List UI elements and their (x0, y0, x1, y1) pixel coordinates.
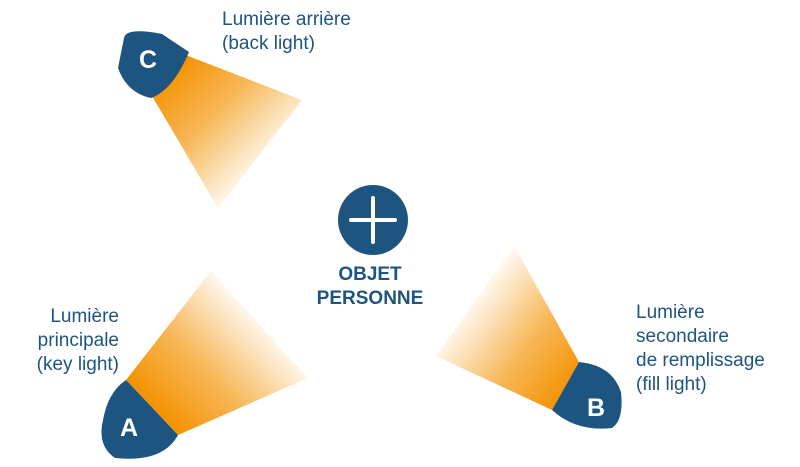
back-light-lamp (118, 31, 189, 98)
fill-light-caption-line: de remplissage (636, 350, 765, 371)
back-light-caption-line: (back light) (222, 33, 315, 54)
key-light-caption: Lumière principale (key light) (0, 305, 119, 377)
fill-light-letter: B (587, 394, 605, 422)
fill-light: B (436, 246, 622, 429)
subject-label-line1: OBJET (338, 264, 402, 285)
back-light-caption: Lumière arrière (back light) (222, 8, 351, 56)
key-light-lamp (101, 380, 178, 459)
key-light-caption-line: (key light) (36, 354, 119, 375)
key-light-caption-line: principale (37, 330, 119, 351)
key-light-caption-line: Lumière (50, 306, 119, 327)
key-light: A (101, 271, 308, 459)
back-light-beam (152, 54, 302, 208)
key-light-beam (126, 271, 308, 435)
back-light-caption-line: Lumière arrière (222, 9, 351, 30)
back-light-letter: C (139, 46, 157, 74)
fill-light-lamp (552, 362, 622, 429)
fill-light-caption-line: (fill light) (636, 374, 707, 395)
back-light: C (118, 31, 302, 208)
key-light-letter: A (120, 414, 138, 442)
subject-label-line2: PERSONNE (316, 288, 424, 309)
fill-light-caption-line: secondaire (636, 326, 729, 347)
plus-icon (349, 196, 397, 244)
fill-light-caption-line: Lumière (636, 302, 705, 323)
subject-label: OBJET PERSONNE (290, 263, 450, 311)
fill-light-beam (436, 246, 579, 410)
fill-light-caption: Lumière secondaire de remplissage (fill … (636, 301, 765, 397)
subject-marker (338, 185, 408, 255)
